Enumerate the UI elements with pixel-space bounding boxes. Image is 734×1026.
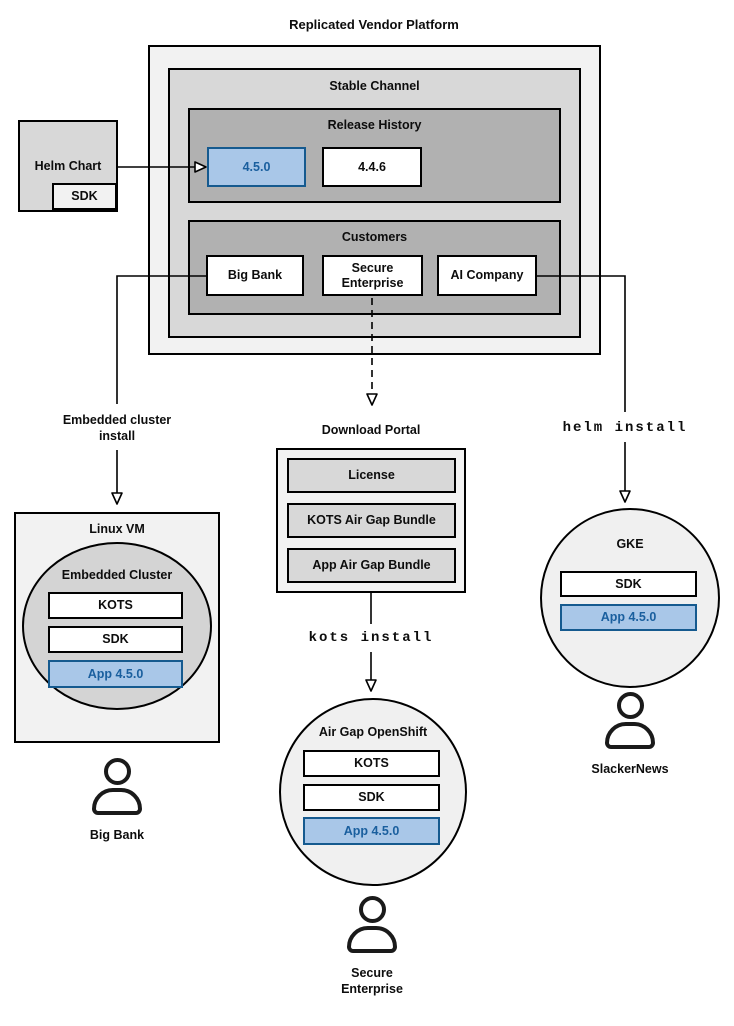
helm-chart-sdk-box: SDK <box>52 183 117 210</box>
gke-app-box: App 4.5.0 <box>560 604 697 631</box>
stable-channel-label: Stable Channel <box>329 79 420 93</box>
gke-label: GKE <box>616 537 644 551</box>
embedded-sdk-box: SDK <box>48 626 183 653</box>
arrowhead-into-linux-vm <box>111 492 123 505</box>
user-icon-head <box>103 758 131 785</box>
arrowhead-into-gke <box>619 490 631 503</box>
big-bank-user-label: Big Bank <box>89 828 145 842</box>
linux-vm-label: Linux VM <box>89 522 145 536</box>
airgap-app-box: App 4.5.0 <box>303 817 440 845</box>
customer-secure-enterprise-box: Secure Enterprise <box>322 255 423 296</box>
arrowhead-into-download-portal <box>366 393 378 406</box>
helm-chart-label: Helm Chart <box>34 159 102 173</box>
embedded-cluster-label: Embedded Cluster <box>61 568 173 582</box>
kots-airgap-bundle-box: KOTS Air Gap Bundle <box>287 503 456 538</box>
big-bank-user-icon <box>89 758 145 815</box>
customers-label: Customers <box>341 230 408 244</box>
airgap-kots-box: KOTS <box>303 750 440 777</box>
release-version-446-box: 4.4.6 <box>322 147 422 187</box>
embedded-kots-box: KOTS <box>48 592 183 619</box>
user-icon-head <box>616 692 644 719</box>
download-portal-label: Download Portal <box>321 423 421 437</box>
user-icon-body <box>347 926 397 953</box>
license-box: License <box>287 458 456 493</box>
slackernews-user-icon <box>602 692 658 749</box>
secure-enterprise-user-icon <box>344 896 400 953</box>
airgap-openshift-label: Air Gap OpenShift <box>318 725 428 739</box>
customer-ai-company-box: AI Company <box>437 255 537 296</box>
user-icon-head <box>358 896 386 923</box>
release-history-label: Release History <box>327 118 422 132</box>
secure-enterprise-user-label: Secure Enterprise <box>341 966 403 996</box>
user-icon-body <box>605 722 655 749</box>
kots-install-command-label: kots install <box>308 630 434 646</box>
release-version-450-box: 4.5.0 <box>207 147 306 187</box>
helm-install-command-label: helm install <box>562 420 688 436</box>
gke-sdk-box: SDK <box>560 571 697 597</box>
user-icon-body <box>92 788 142 815</box>
embedded-install-arrow-label: Embedded cluster install <box>62 413 172 443</box>
customer-big-bank-box: Big Bank <box>206 255 304 296</box>
embedded-app-box: App 4.5.0 <box>48 660 183 688</box>
slackernews-user-label: SlackerNews <box>591 762 669 776</box>
gke-circle <box>540 508 720 688</box>
airgap-sdk-box: SDK <box>303 784 440 811</box>
app-airgap-bundle-box: App Air Gap Bundle <box>287 548 456 583</box>
platform-title: Replicated Vendor Platform <box>289 17 459 32</box>
arrowhead-into-openshift <box>365 679 377 692</box>
